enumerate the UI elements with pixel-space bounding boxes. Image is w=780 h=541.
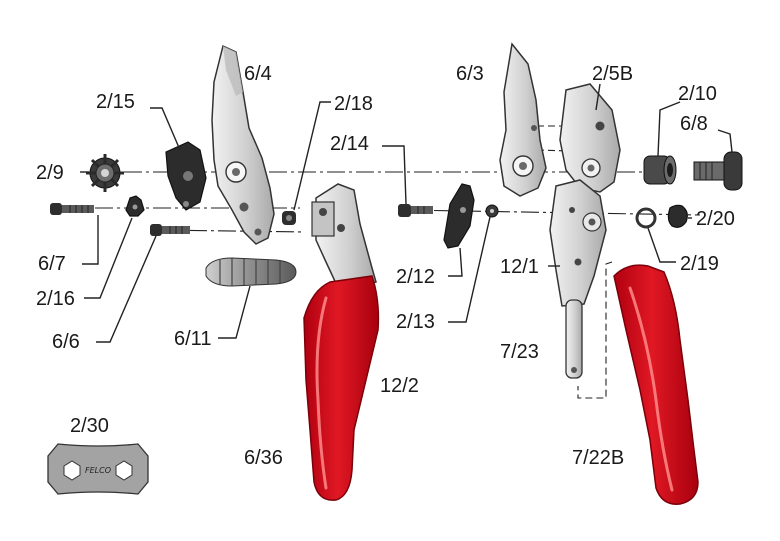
left-handle-12-2 <box>303 183 380 501</box>
label-7-23: 7/23 <box>500 341 539 363</box>
label-6-4: 6/4 <box>244 63 272 85</box>
cap-2-20 <box>667 204 688 228</box>
anvil-2-5b <box>559 83 621 193</box>
gear-nut-2-9 <box>86 154 124 192</box>
ring-2-19 <box>635 207 657 229</box>
label-2-18: 2/18 <box>334 93 373 115</box>
washer-2-18 <box>282 211 296 225</box>
dark-plate-2-15 <box>165 141 207 211</box>
label-2-5b: 2/5B <box>592 63 633 85</box>
right-handle-cover-7-22b <box>577 261 699 505</box>
felco-stamp: FELCO <box>85 466 111 475</box>
part-labels: 6/4 6/3 2/5B 2/10 6/8 2/15 2/18 2/14 2/9… <box>36 63 735 469</box>
lower-blade-6-3 <box>499 42 547 197</box>
bolt-6-7 <box>50 203 94 215</box>
label-2-20: 2/20 <box>696 208 735 230</box>
screw-6-6 <box>150 224 190 236</box>
washer-2-13 <box>485 204 499 218</box>
label-6-11: 6/11 <box>174 328 211 350</box>
label-2-14: 2/14 <box>330 133 369 155</box>
label-6-7: 6/7 <box>38 253 66 275</box>
label-6-6: 6/6 <box>52 331 80 353</box>
label-2-10: 2/10 <box>678 83 717 105</box>
label-6-3: 6/3 <box>456 63 484 85</box>
wedge-2-12 <box>443 183 475 249</box>
label-2-9: 2/9 <box>36 162 64 184</box>
label-2-16: 2/16 <box>36 288 75 310</box>
label-2-19: 2/19 <box>680 253 719 275</box>
label-12-1: 12/1 <box>500 256 539 278</box>
label-2-30: 2/30 <box>70 415 109 437</box>
rod-7-23 <box>565 299 583 379</box>
label-7-22b: 7/22B <box>572 447 624 469</box>
label-6-36: 6/36 <box>244 447 283 469</box>
bolt-6-8 <box>693 151 743 191</box>
spring-6-11 <box>205 257 297 287</box>
wrench-key-2-30: FELCO <box>47 443 149 495</box>
right-arm-12-1 <box>549 179 607 307</box>
screw-2-14 <box>398 204 433 217</box>
label-12-2: 12/2 <box>380 375 419 397</box>
label-2-12: 2/12 <box>396 266 435 288</box>
claw-2-16 <box>125 195 145 217</box>
bushing-2-10 <box>643 155 677 185</box>
label-6-8: 6/8 <box>680 113 708 135</box>
leader-lines <box>80 83 733 343</box>
label-2-13: 2/13 <box>396 311 435 333</box>
upper-blade-6-4 <box>211 44 275 245</box>
label-2-15: 2/15 <box>96 91 135 113</box>
